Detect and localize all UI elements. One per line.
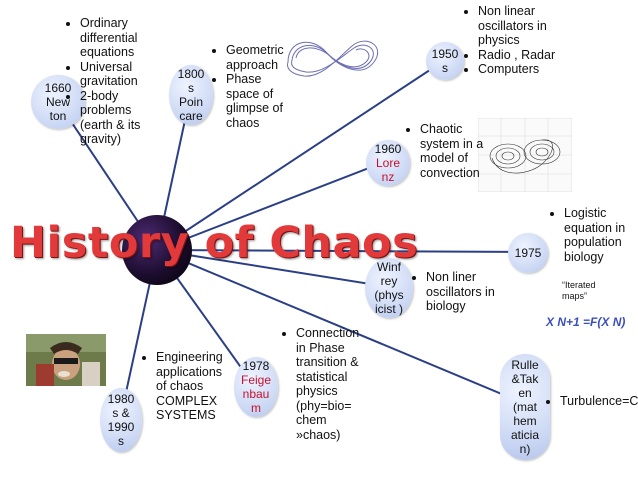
bullet-poincare-1: Geometric approach bbox=[226, 43, 298, 72]
bullet-newton-2: Universal gravitation bbox=[80, 60, 164, 89]
attractor-curve-icon bbox=[287, 40, 379, 77]
equation: X N+1 =F(X N) bbox=[546, 315, 626, 329]
bullet-ruelle-1: Turbulence=Chaos bbox=[560, 394, 638, 409]
node-1980s-1990s: 1980 s & 1990 s bbox=[100, 388, 142, 452]
node-poincare-year: 1800 bbox=[177, 67, 205, 81]
movie-still-photo bbox=[26, 334, 106, 386]
iterated-maps-note: “Iterated maps” bbox=[562, 280, 596, 301]
bullet-feigenbaum-1: Connection in Phase transition & statist… bbox=[296, 326, 372, 442]
bullets-complex-systems: Engineering applications of chaos COMPLE… bbox=[142, 350, 232, 423]
page-title: History of Chaos bbox=[10, 218, 419, 268]
node-1975: 1975 bbox=[508, 233, 548, 273]
node-newton-year: 1660 bbox=[44, 81, 72, 95]
bullet-1950s-3: Computers bbox=[478, 62, 568, 77]
node-ruelle-takens: Rulle &Tak en (mat hem aticia n) bbox=[500, 354, 550, 460]
node-1950s-suffix: s bbox=[441, 61, 448, 75]
bullet-newton-3: 2-body problems (earth & its gravity) bbox=[80, 89, 164, 147]
line-1975 bbox=[156, 249, 529, 253]
node-ruelle-name: Rulle &Tak en (mat hem aticia n) bbox=[510, 358, 539, 456]
node-lorenz-name: Lore nz bbox=[375, 156, 401, 184]
node-1975-year: 1975 bbox=[514, 246, 542, 260]
bullet-lorenz-1: Chaotic system in a model of convection bbox=[420, 122, 490, 180]
line-lorenz bbox=[156, 160, 388, 251]
node-feigenbaum-name: Feige nbau m bbox=[240, 373, 272, 415]
node-poincare-name: s Poin care bbox=[178, 81, 204, 123]
bullets-newton: Ordinary differential equations Universa… bbox=[66, 16, 164, 147]
node-winfrey-name: Winf rey (phys icist ) bbox=[374, 260, 404, 316]
bullet-1975-1: Logistic equation in population biology bbox=[564, 206, 638, 264]
bullets-feigenbaum: Connection in Phase transition & statist… bbox=[282, 326, 372, 442]
bullet-1950s-1: Non linear oscillators in physics bbox=[478, 4, 568, 48]
bullet-newton-1: Ordinary differential equations bbox=[80, 16, 164, 60]
node-1980s-year: 1980 s & 1990 s bbox=[107, 392, 135, 448]
bullets-lorenz: Chaotic system in a model of convection bbox=[406, 122, 490, 180]
bullets-ruelle: Turbulence=Chaos bbox=[546, 394, 638, 409]
node-feigenbaum-year: 1978 bbox=[242, 359, 270, 373]
central-hub-sphere bbox=[122, 215, 192, 285]
line-1950s bbox=[156, 61, 443, 251]
bullets-1950s: Non linear oscillators in physics Radio … bbox=[464, 4, 568, 77]
bullets-1975: Logistic equation in population biology bbox=[550, 206, 638, 264]
bullet-1950s-2: Radio , Radar bbox=[478, 48, 568, 63]
lorenz-attractor-icon bbox=[478, 118, 572, 192]
node-newton-name: New ton bbox=[45, 95, 70, 123]
bullets-winfrey: Non liner oscillators in biology bbox=[412, 270, 522, 314]
bullets-poincare: Geometric approach Phase space of glimps… bbox=[212, 43, 298, 130]
node-lorenz-year: 1960 bbox=[374, 142, 402, 156]
node-winfrey: Winf rey (phys icist ) bbox=[365, 258, 413, 318]
bullet-poincare-2: Phase space of glimpse of chaos bbox=[226, 72, 298, 130]
line-winfrey bbox=[156, 249, 390, 288]
bullet-winfrey-1: Non liner oscillators in biology bbox=[426, 270, 522, 314]
node-1950s-year: 1950 bbox=[431, 47, 459, 61]
bullet-complex-1: Engineering applications of chaos COMPLE… bbox=[156, 350, 232, 423]
line-ruelle bbox=[156, 249, 529, 406]
